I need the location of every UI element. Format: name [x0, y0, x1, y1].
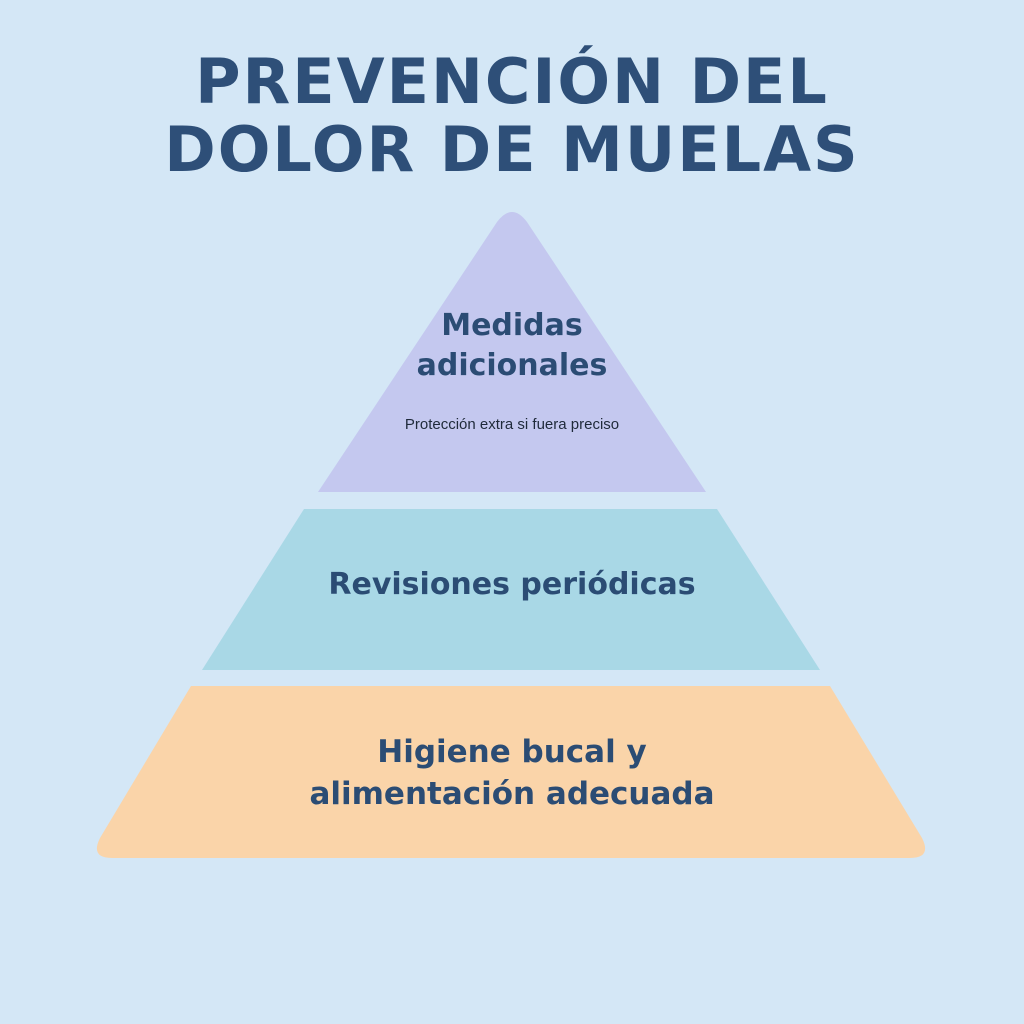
- page-title: PREVENCIÓN DEL DOLOR DE MUELAS: [0, 48, 1024, 184]
- tier-top-shape: [318, 212, 706, 492]
- tier-bottom-title: Higiene bucal y alimentación adecuada: [100, 731, 924, 815]
- tier-bottom-title-line-1: Higiene bucal y: [377, 734, 647, 770]
- tier-top-title-line-2: adicionales: [416, 348, 608, 383]
- tier-middle-shape: [202, 509, 820, 670]
- tier-top-subtitle: Protección extra si fuera preciso: [404, 416, 620, 433]
- tier-bottom-title-line-2: alimentación adecuada: [309, 776, 715, 812]
- tier-top-title-line-1: Medidas: [441, 308, 583, 343]
- tier-top-title: Medidas adicionales: [312, 306, 712, 386]
- tier-middle-title: Revisiones periódicas: [328, 567, 696, 602]
- tier-bottom-shape: [96, 686, 926, 858]
- title-line-2: DOLOR DE MUELAS: [164, 113, 860, 186]
- title-line-1: PREVENCIÓN DEL: [195, 45, 829, 118]
